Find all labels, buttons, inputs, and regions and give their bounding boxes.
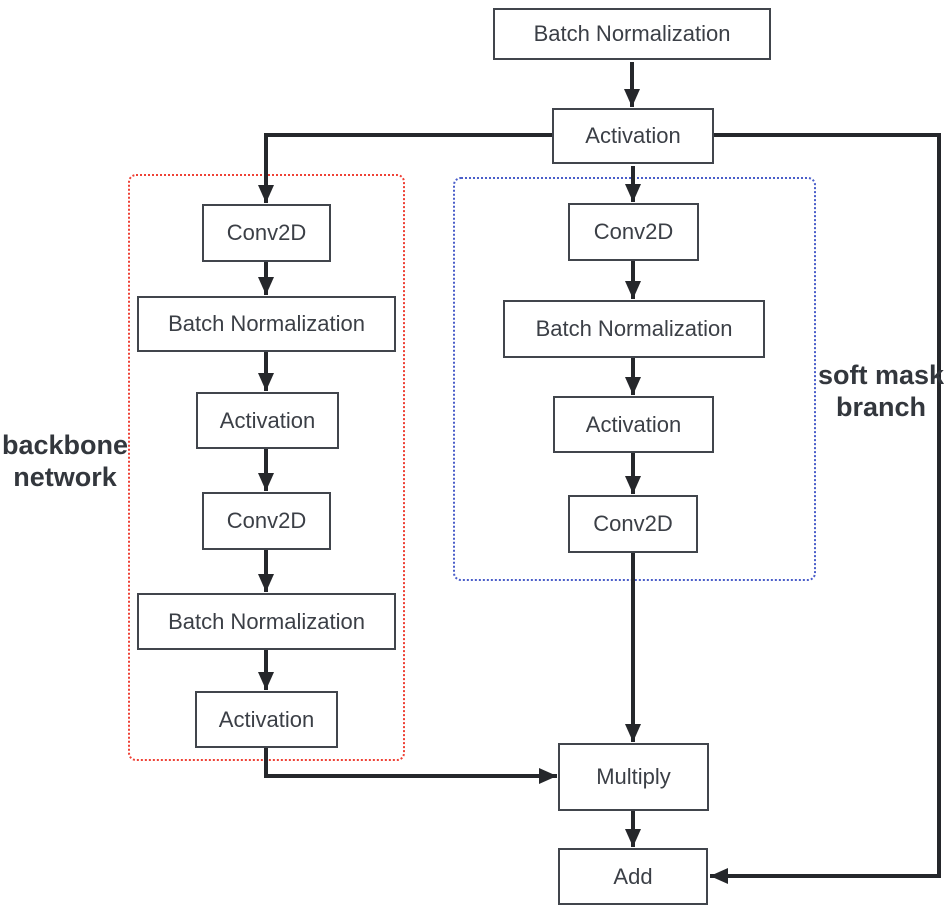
mask-activation1-node: Activation <box>553 396 714 453</box>
mask-conv1-node: Conv2D <box>568 203 699 261</box>
multiply-node: Multiply <box>558 743 709 811</box>
add-node: Add <box>558 848 708 905</box>
arrow-backbone-act2-to-multiply <box>264 748 557 784</box>
backbone-network-label: backbone network <box>0 430 130 494</box>
input-activation-node: Activation <box>552 108 714 164</box>
backbone-batch-norm2-node: Batch Normalization <box>137 593 396 650</box>
arrow-activation-to-backbone-conv1 <box>258 133 552 203</box>
soft-mask-label-line1: soft mask <box>817 360 945 390</box>
backbone-batch-norm1-node: Batch Normalization <box>137 296 396 352</box>
backbone-conv1-node: Conv2D <box>202 204 331 262</box>
backbone-activation1-node: Activation <box>196 392 339 449</box>
backbone-label-line2: network <box>13 461 117 492</box>
backbone-activation2-node: Activation <box>195 691 338 748</box>
soft-mask-label-line2: branch <box>835 391 927 422</box>
mask-conv2-node: Conv2D <box>568 495 698 553</box>
input-batch-norm-node: Batch Normalization <box>493 8 771 60</box>
arrow-skip-activation-to-add <box>710 133 941 884</box>
soft-mask-branch-label: soft mask branch <box>812 360 950 424</box>
mask-batch-norm1-node: Batch Normalization <box>503 300 765 358</box>
backbone-label-line1: backbone <box>1 430 129 460</box>
backbone-conv2-node: Conv2D <box>202 492 331 550</box>
